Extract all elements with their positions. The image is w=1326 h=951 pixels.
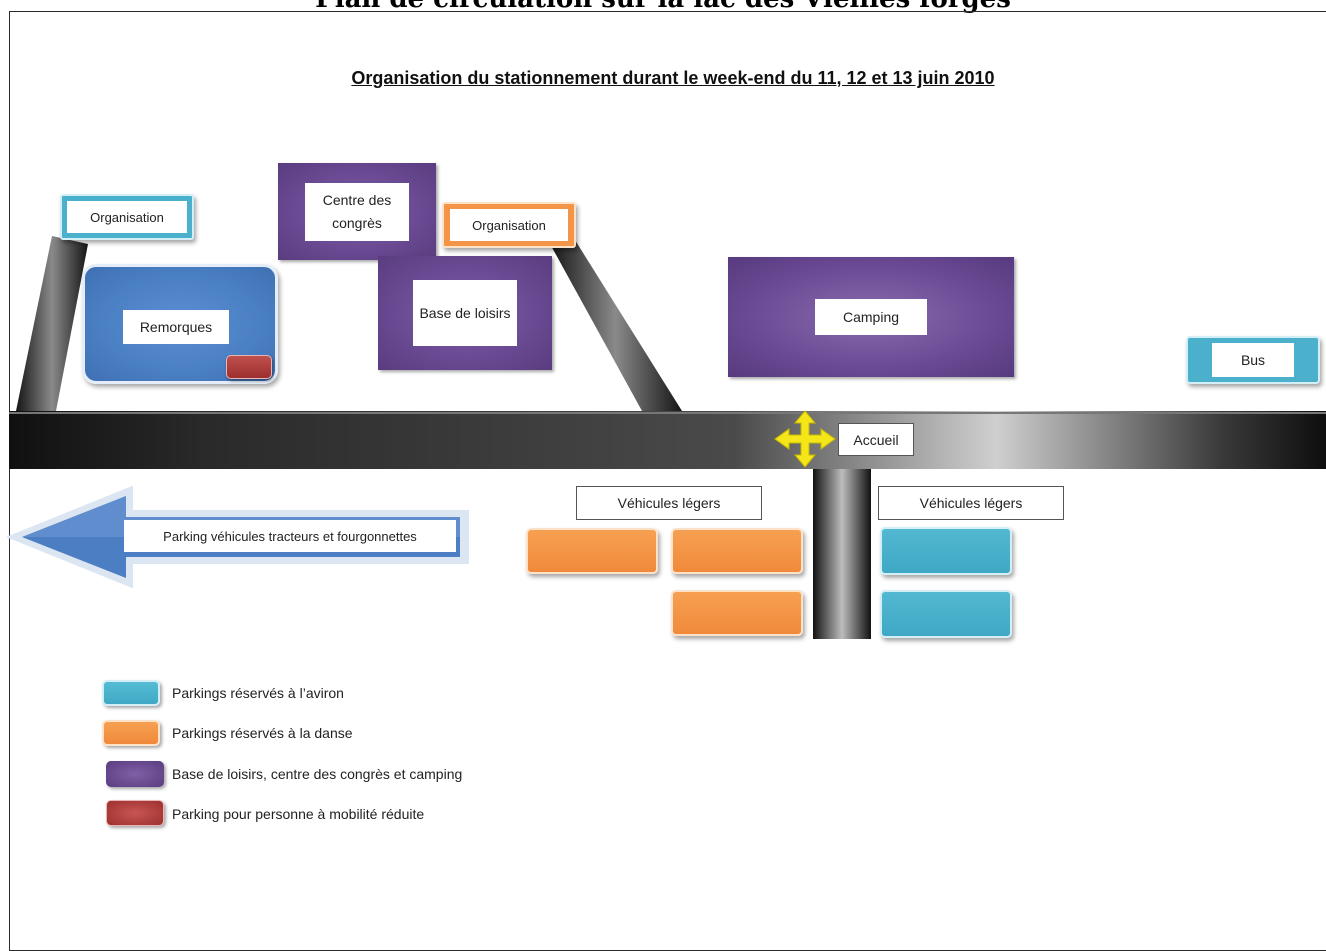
bus-label: Bus [1212,343,1294,377]
centre-congres-label: Centre des congrès [305,182,409,241]
legend-swatch-aviron [102,680,160,706]
camping-label: Camping [815,299,927,335]
aviron-parking-block [880,590,1012,638]
organisation-right-box: Organisation [442,202,576,248]
danse-parking-block [671,528,803,574]
organisation-left-label: Organisation [67,201,187,233]
map-title: Organisation du stationnement durant le … [351,68,995,88]
vehicules-legers-left-label: Véhicules légers [576,486,762,520]
accueil-label: Accueil [838,423,914,456]
page-title: Plan de circulation sur la lac des Vieil… [0,0,1326,12]
legend-text-aviron: Parkings réservés à l’aviron [172,685,344,701]
remorques-block: Remorques [82,264,278,384]
bus-block: Bus [1186,336,1320,384]
organisation-left-box: Organisation [60,194,194,240]
aviron-parking-block [880,527,1012,575]
road-south-branch [813,469,871,639]
organisation-right-label: Organisation [450,209,568,241]
base-loisirs-block: Base de loisirs [378,256,552,370]
remorques-label: Remorques [123,310,229,344]
camping-block: Camping [728,257,1014,377]
legend-swatch-pmr [106,800,164,826]
danse-parking-block [526,528,658,574]
legend-text-danse: Parkings réservés à la danse [172,725,353,741]
four-way-arrow-icon [774,410,836,468]
centre-congres-block: Centre des congrès [278,163,436,260]
legend-swatch-danse [102,720,160,746]
road-left-diagonal [16,236,88,411]
pmr-parking-spot [226,355,272,379]
parking-arrow-label: Parking véhicules tracteurs et fourgonne… [124,520,456,552]
base-loisirs-label: Base de loisirs [413,280,517,346]
road-center-diagonal [549,240,682,411]
legend-text-pmr: Parking pour personne à mobilité réduite [172,806,425,822]
legend-text-loisirs: Base de loisirs, centre des congrès et c… [172,766,463,782]
danse-parking-block [671,590,803,636]
legend-swatch-loisirs [106,761,164,787]
main-road [9,411,1326,469]
vehicules-legers-right-label: Véhicules légers [878,486,1064,520]
